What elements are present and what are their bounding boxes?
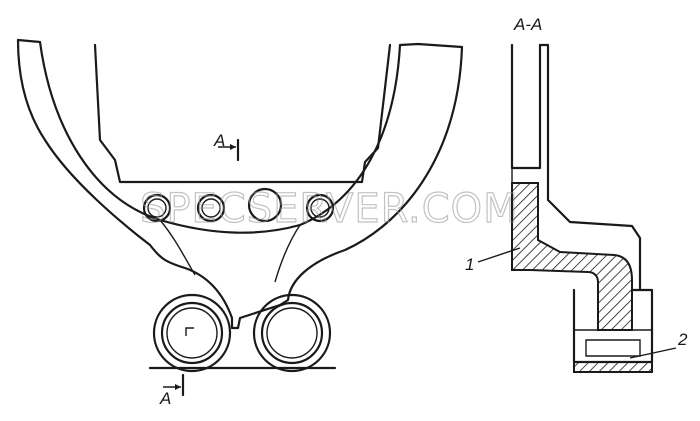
section-upper-plate: [510, 43, 542, 170]
hole-1: [142, 193, 172, 223]
right-bushing: [252, 293, 332, 373]
section-title: A-A: [513, 15, 542, 34]
hole-row: [142, 187, 335, 223]
left-arm-edge: [159, 219, 196, 276]
fork-front-view: A A: [16, 38, 464, 408]
hole-2: [196, 193, 226, 223]
cut-label-top: A: [213, 131, 225, 150]
cut-mark-top: A: [213, 131, 240, 162]
hole-4: [305, 193, 335, 223]
section-profile-part-1: [511, 182, 633, 331]
label-part-2: 2: [677, 330, 688, 349]
right-arm-edge: [274, 224, 301, 283]
left-bushing: [152, 293, 232, 373]
watermark: SPECSERVER.COM: [140, 186, 519, 232]
cut-mark-bottom: A: [159, 373, 185, 408]
label-part-1: 1: [465, 255, 474, 274]
hole-3: [247, 187, 283, 223]
cut-label-bottom: A: [159, 389, 171, 408]
section-view: A-A 1 2: [465, 15, 688, 373]
section-plate-part-2: [573, 361, 653, 373]
fork-inner-window: [93, 43, 392, 184]
